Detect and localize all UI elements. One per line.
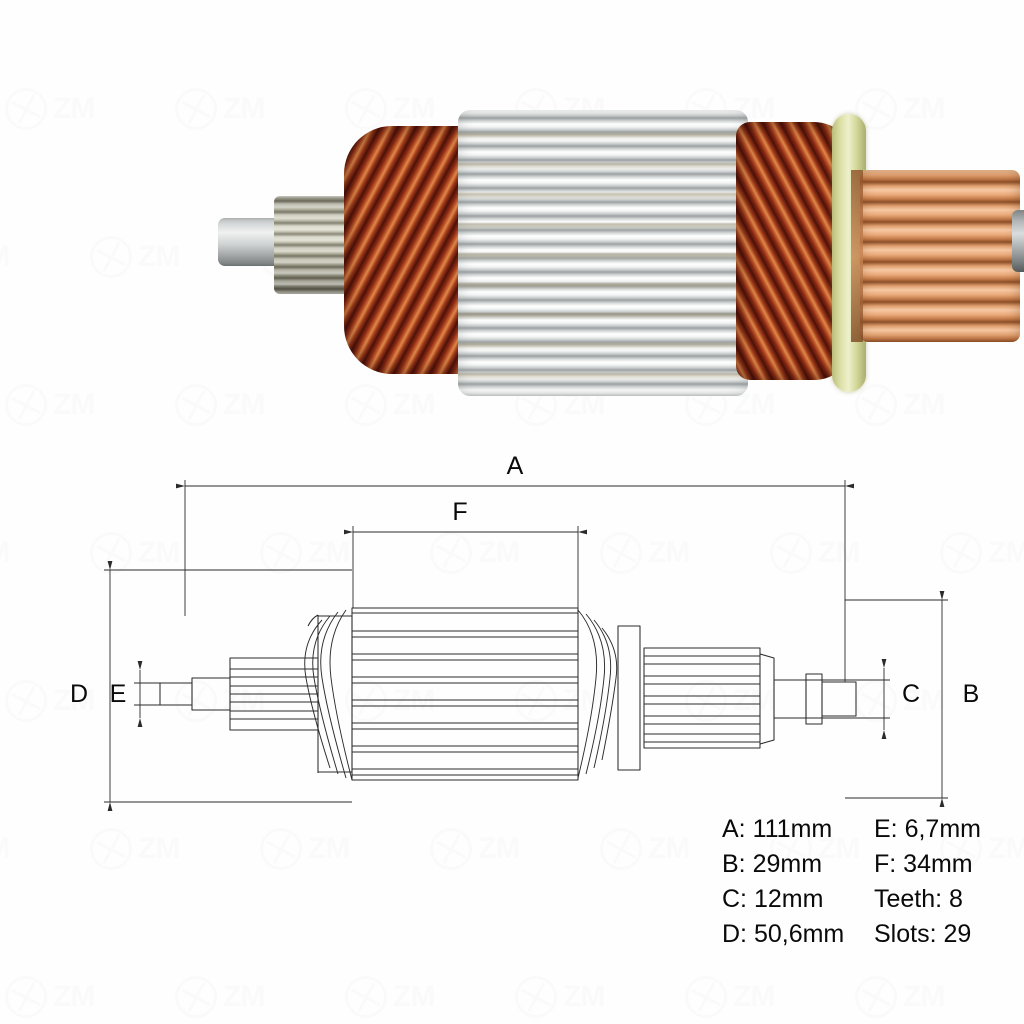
watermark-logo-icon	[515, 976, 557, 1018]
watermark-text: ZM	[223, 980, 265, 1013]
watermark-text: ZM	[733, 980, 775, 1013]
dimension-label-c: C	[902, 680, 920, 708]
watermark-tile: ZM	[345, 976, 435, 1018]
spec-c: C: 12mm	[722, 885, 824, 913]
watermark-text: ZM	[308, 832, 350, 865]
watermark-text: ZM	[138, 832, 180, 865]
dimension-label-d: D	[70, 680, 88, 708]
photo-laminated-core	[458, 110, 748, 396]
watermark-tile: ZM	[855, 976, 945, 1018]
spec-b: B: 29mm	[722, 850, 823, 878]
watermark-tile: ZM	[260, 828, 350, 870]
dimension-label-f: F	[452, 498, 467, 526]
watermark-logo-icon	[430, 828, 472, 870]
watermark-tile: ZM	[90, 828, 180, 870]
watermark-text: ZM	[988, 832, 1024, 865]
watermark-text: ZM	[53, 980, 95, 1013]
watermark-logo-icon	[5, 976, 47, 1018]
photo-commutator	[851, 170, 1020, 342]
watermark-text: ZM	[648, 832, 690, 865]
photo-winding-end-turns-left	[344, 126, 476, 374]
watermark-tile: ZM	[5, 976, 95, 1018]
watermark-logo-icon	[685, 976, 727, 1018]
watermark-logo-icon	[90, 828, 132, 870]
watermark-tile: ZM	[515, 976, 605, 1018]
technical-drawing: A F D E C B	[0, 430, 1024, 830]
dimension-label-a: A	[507, 452, 524, 480]
armature-photograph	[196, 88, 1024, 396]
watermark-text: ZM	[563, 980, 605, 1013]
watermark-logo-icon	[345, 976, 387, 1018]
drawing-body	[159, 607, 857, 781]
spec-slots: Slots: 29	[874, 920, 972, 948]
specification-table: A: 111mm E: 6,7mm B: 29mm F: 34mm C: 12m…	[722, 816, 981, 947]
watermark-text: ZM	[903, 980, 945, 1013]
watermark-text: ZM	[0, 832, 10, 866]
watermark-tile: ZM	[0, 828, 10, 870]
watermark-logo-icon	[260, 828, 302, 870]
spec-teeth: Teeth: 8	[874, 885, 963, 913]
photo-bearing-journal	[1012, 210, 1024, 272]
watermark-logo-icon	[855, 976, 897, 1018]
dimension-d	[104, 561, 352, 811]
dimension-e	[134, 661, 192, 727]
spec-a: A: 111mm	[722, 815, 833, 843]
photo-shaft-end	[218, 218, 280, 266]
watermark-tile: ZM	[430, 828, 520, 870]
spec-f: F: 34mm	[874, 850, 973, 878]
watermark-text: ZM	[478, 832, 520, 865]
dimension-label-e: E	[110, 680, 127, 708]
product-photo-area	[0, 0, 1024, 430]
dimension-label-b: B	[963, 680, 980, 708]
watermark-text: ZM	[393, 980, 435, 1013]
dimension-a	[176, 480, 854, 682]
dimension-f	[344, 526, 587, 608]
watermark-logo-icon	[175, 976, 217, 1018]
dimension-b	[845, 591, 948, 807]
watermark-tile: ZM	[685, 976, 775, 1018]
watermark-tile: ZM	[175, 976, 265, 1018]
watermark-tile: ZM	[600, 828, 690, 870]
dimension-c	[806, 659, 890, 739]
spec-d: D: 50,6mm	[722, 920, 845, 948]
spec-e: E: 6,7mm	[874, 815, 981, 843]
watermark-logo-icon	[600, 828, 642, 870]
